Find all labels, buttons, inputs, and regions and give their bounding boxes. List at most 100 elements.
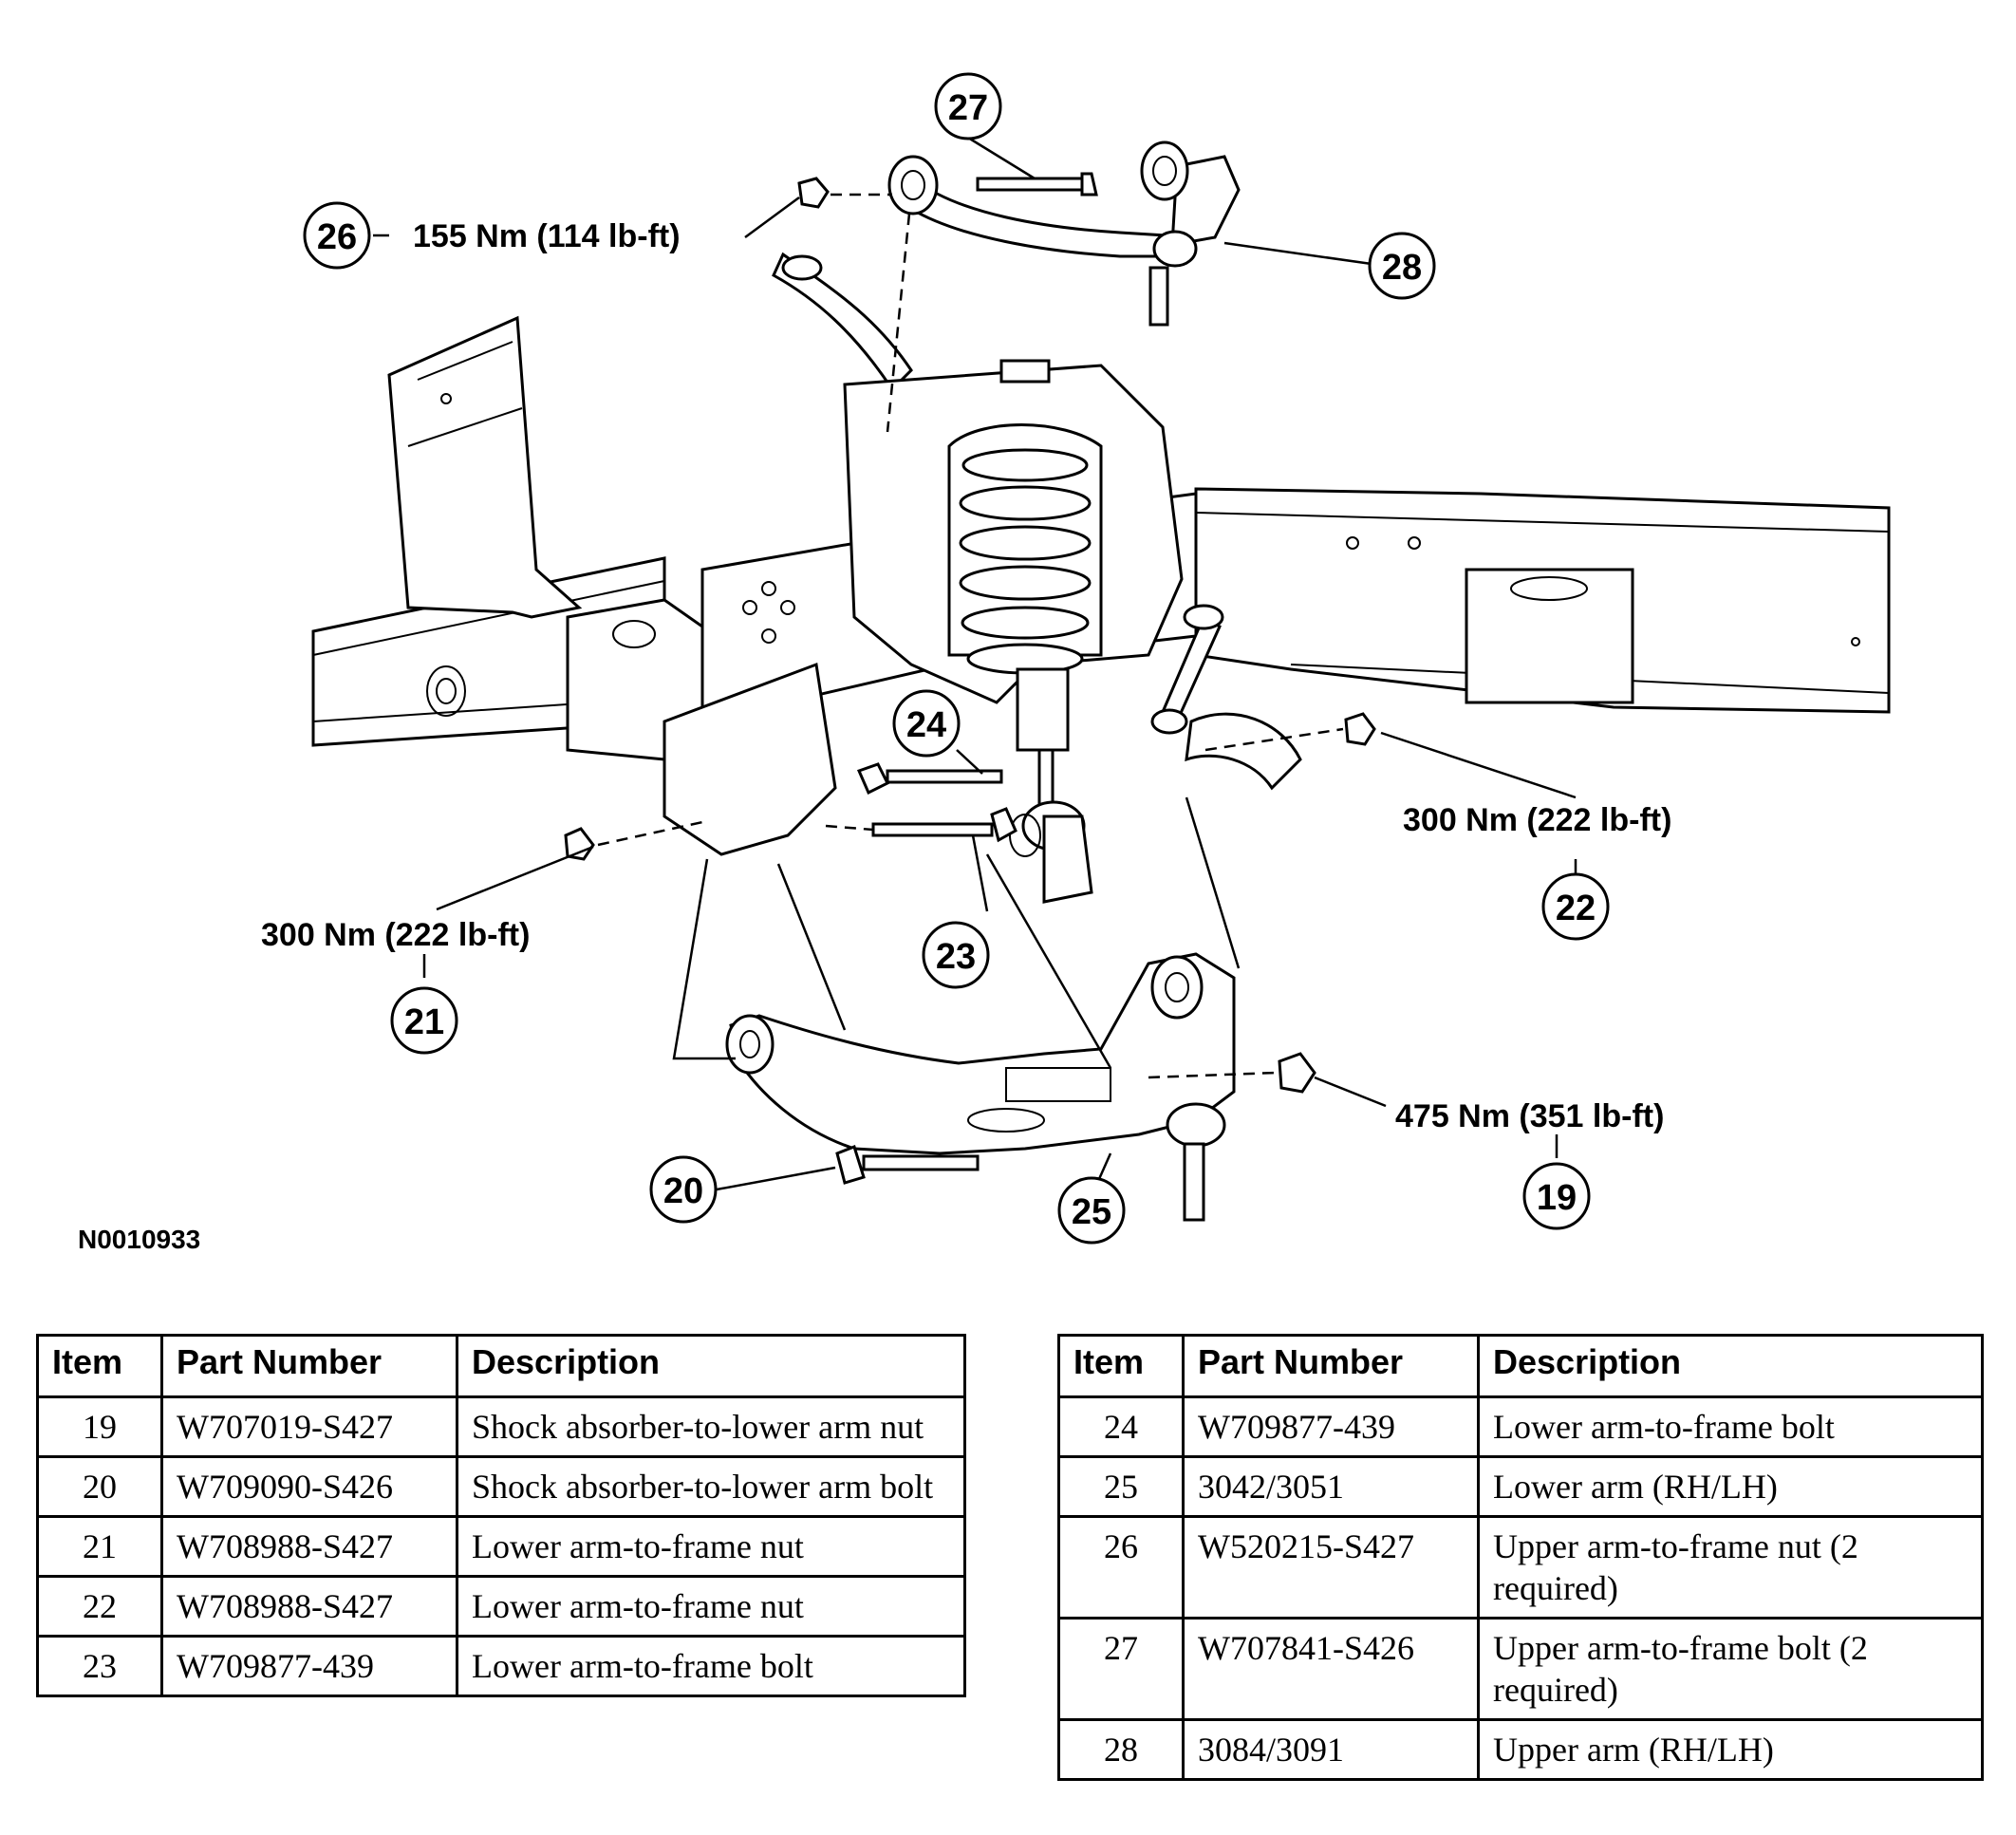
table-row: 21 W708988-S427 Lower arm-to-frame nut	[36, 1515, 966, 1578]
table-row: 27 W707841-S426 Upper arm-to-frame bolt …	[1057, 1617, 1984, 1721]
cell-item: 25	[1057, 1455, 1185, 1518]
callout-19-circle	[1522, 1162, 1591, 1230]
callout-25: 25	[1057, 1176, 1126, 1245]
cell-item: 27	[1057, 1617, 1185, 1721]
cell-part-number: W707841-S426	[1182, 1617, 1480, 1721]
callout-21-label: 21	[404, 1002, 444, 1042]
lower-arm-bolt-24	[856, 762, 1003, 796]
lower-control-arm	[725, 952, 1236, 1222]
cell-item: 28	[1057, 1718, 1185, 1781]
cell-description: Lower arm (RH/LH)	[1477, 1455, 1984, 1518]
callout-28-circle	[1368, 232, 1436, 300]
cell-description: Shock absorber-to-lower arm bolt	[456, 1455, 966, 1518]
cell-item: 26	[1057, 1515, 1185, 1620]
callout-25-label: 25	[1072, 1192, 1111, 1232]
callout-26-circle	[303, 201, 371, 270]
callout-20: 20	[649, 1155, 718, 1224]
cell-part-number: W708988-S427	[160, 1515, 458, 1578]
table-row: 24 W709877-439 Lower arm-to-frame bolt	[1057, 1395, 1984, 1458]
header-description: Description	[456, 1334, 966, 1398]
torque-22-label: 300 Nm (222 lb-ft)	[1403, 802, 1671, 838]
cell-part-number: 3084/3091	[1182, 1718, 1480, 1781]
callout-22: 22	[1541, 872, 1610, 941]
leader-lines	[373, 136, 1577, 1197]
callout-25-circle	[1057, 1176, 1126, 1245]
torque-21-label: 300 Nm (222 lb-ft)	[261, 917, 530, 953]
cell-part-number: W709877-439	[1182, 1395, 1480, 1458]
shock-bolt-20	[835, 1145, 980, 1185]
cell-item: 21	[36, 1515, 163, 1578]
cell-item: 22	[36, 1575, 163, 1638]
cell-part-number: W709090-S426	[160, 1455, 458, 1518]
callout-28: 28	[1368, 232, 1436, 300]
callout-20-label: 20	[663, 1171, 703, 1211]
callout-27-circle	[934, 72, 1002, 140]
cell-description: Upper arm-to-frame bolt (2 required)	[1477, 1617, 1984, 1721]
cell-part-number: 3042/3051	[1182, 1455, 1480, 1518]
cell-description: Lower arm-to-frame bolt	[456, 1635, 966, 1697]
table-row: 26 W520215-S427 Upper arm-to-frame nut (…	[1057, 1515, 1984, 1620]
stabilizer-link	[1150, 604, 1302, 791]
table-row: 28 3084/3091 Upper arm (RH/LH)	[1057, 1718, 1984, 1781]
table-header-row: Item Part Number Description	[36, 1334, 966, 1398]
lower-nut-22	[1344, 712, 1376, 746]
lower-nut-21	[564, 827, 595, 861]
torque-19-label: 475 Nm (351 lb-ft)	[1395, 1098, 1664, 1134]
callout-24-label: 24	[906, 705, 946, 745]
callout-22-circle	[1541, 872, 1610, 941]
table-row: 20 W709090-S426 Shock absorber-to-lower …	[36, 1455, 966, 1518]
callout-20-circle	[649, 1155, 718, 1224]
upper-control-arm	[887, 140, 1241, 327]
cell-description: Lower arm-to-frame nut	[456, 1575, 966, 1638]
shock-nut-19	[1278, 1052, 1316, 1094]
cell-description: Upper arm (RH/LH)	[1477, 1718, 1984, 1781]
cell-description: Shock absorber-to-lower arm nut	[456, 1395, 966, 1458]
callout-19: 19	[1522, 1162, 1591, 1230]
header-part-number: Part Number	[160, 1334, 458, 1398]
table-row: 22 W708988-S427 Lower arm-to-frame nut	[36, 1575, 966, 1638]
cell-part-number: W708988-S427	[160, 1575, 458, 1638]
cell-item: 20	[36, 1455, 163, 1518]
table-row: 25 3042/3051 Lower arm (RH/LH)	[1057, 1455, 1984, 1518]
cell-item: 19	[36, 1395, 163, 1458]
cell-part-number: W709877-439	[160, 1635, 458, 1697]
callout-24: 24	[892, 689, 961, 758]
cell-part-number: W707019-S427	[160, 1395, 458, 1458]
parts-table-left: Item Part Number Description 19 W707019-…	[36, 1334, 966, 1697]
header-part-number: Part Number	[1182, 1334, 1480, 1398]
header-item: Item	[1057, 1334, 1185, 1398]
callout-23-circle	[922, 921, 990, 989]
callout-23: 23	[922, 921, 990, 989]
callout-27: 27	[934, 72, 1002, 140]
cell-description: Upper arm-to-frame nut (2 required)	[1477, 1515, 1984, 1620]
cell-item: 23	[36, 1635, 163, 1697]
cell-part-number: W520215-S427	[1182, 1515, 1480, 1620]
table-row: 23 W709877-439 Lower arm-to-frame bolt	[36, 1635, 966, 1697]
callout-28-label: 28	[1382, 248, 1422, 288]
lower-arm-bolt-23	[871, 807, 1017, 843]
callout-23-label: 23	[936, 937, 976, 977]
callout-21-circle	[390, 986, 458, 1055]
callout-21: 21	[390, 986, 458, 1055]
cell-item: 24	[1057, 1395, 1185, 1458]
header-description: Description	[1477, 1334, 1984, 1398]
callout-22-label: 22	[1556, 889, 1596, 928]
callout-19-label: 19	[1537, 1178, 1577, 1218]
callout-27-label: 27	[948, 88, 988, 128]
stabilizer-bar	[772, 252, 913, 392]
figure-id: N0010933	[78, 1225, 200, 1254]
callout-24-circle	[892, 689, 961, 758]
coil-spring-strut	[843, 359, 1184, 904]
upper-arm-bolt	[976, 172, 1098, 197]
parts-table-right: Item Part Number Description 24 W709877-…	[1057, 1334, 1984, 1781]
upper-arm-nut	[797, 177, 830, 209]
torque-26-label: 155 Nm (114 lb-ft)	[413, 218, 681, 254]
callout-26: 26	[303, 201, 371, 270]
table-header-row: Item Part Number Description	[1057, 1334, 1984, 1398]
table-row: 19 W707019-S427 Shock absorber-to-lower …	[36, 1395, 966, 1458]
callout-26-label: 26	[317, 217, 357, 257]
cell-description: Lower arm-to-frame nut	[456, 1515, 966, 1578]
cell-description: Lower arm-to-frame bolt	[1477, 1395, 1984, 1458]
header-item: Item	[36, 1334, 163, 1398]
